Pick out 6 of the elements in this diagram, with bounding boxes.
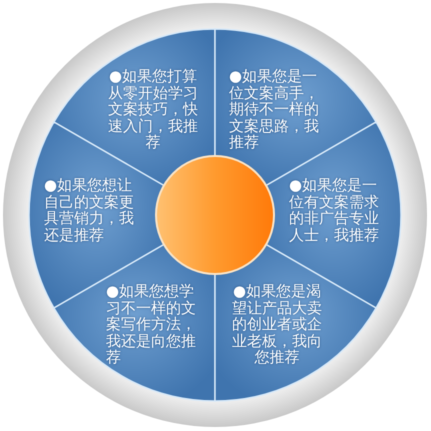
segment-text: ●如果您是一位文案高手，期待不一样的文案思路，我推荐 bbox=[229, 68, 320, 150]
segment-text: ●如果您是一位有文案需求的非广告专业人士，我推荐 bbox=[289, 177, 380, 243]
segment-text: ●如果您打算从零开始学习文案技巧，快速入门，我推荐 bbox=[107, 68, 199, 150]
segment-text: ●如果您想让自己的文案更具营销力，我还是推荐 bbox=[44, 177, 135, 243]
segment-text: ●如果您是渴望让产品大卖的创业者或企业老板，我向您推荐 bbox=[231, 283, 323, 366]
segment-text: ●如果您想学习不一样的文案写作方法，我还是向您推荐 bbox=[106, 283, 197, 366]
